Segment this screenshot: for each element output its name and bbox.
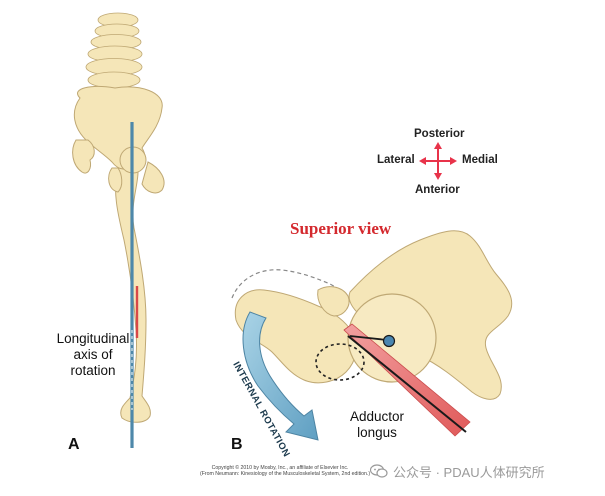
copyright-line2: (From Neumann: Kinesiology of the Muscul… bbox=[200, 471, 371, 477]
axis-label-line1: Longitudinal bbox=[56, 331, 130, 346]
adductor-longus-muscle bbox=[343, 323, 471, 437]
adductor-longus-label: Adductor longus bbox=[339, 409, 415, 441]
muscle-label-line2: longus bbox=[357, 425, 397, 440]
axis-label-line2: axis of bbox=[73, 347, 113, 362]
greater-trochanter-b bbox=[317, 286, 350, 317]
chat-bubble-icon bbox=[370, 464, 388, 478]
superior-view-title: Superior view bbox=[290, 219, 392, 238]
internal-rotation-arrow bbox=[242, 311, 319, 441]
panel-b-letter: B bbox=[231, 436, 243, 453]
compass-lateral-label: Lateral bbox=[377, 154, 415, 166]
watermark: 公众号 · PDAU人体研究所 bbox=[370, 462, 545, 481]
compass-medial-label: Medial bbox=[462, 154, 498, 166]
adductor-line-b bbox=[347, 335, 467, 433]
compass-arrows bbox=[419, 142, 457, 180]
panel-a-letter: A bbox=[68, 436, 80, 453]
compass-posterior-label: Posterior bbox=[414, 128, 465, 140]
rotation-axis-point bbox=[382, 334, 396, 348]
moment-arm-line bbox=[349, 335, 388, 341]
sacrum bbox=[72, 139, 95, 174]
lesser-trochanter-outline bbox=[315, 343, 365, 381]
longitudinal-axis-label: Longitudinal axis of rotation bbox=[52, 331, 134, 379]
watermark-text: 公众号 · PDAU人体研究所 bbox=[393, 465, 545, 480]
spine-vertebrae bbox=[85, 12, 143, 89]
copyright-line1: Copyright © 2010 by Mosby, Inc., an affi… bbox=[211, 465, 349, 471]
greater-trochanter bbox=[108, 167, 123, 193]
muscle-label-line1: Adductor bbox=[349, 409, 405, 424]
axis-label-line3: rotation bbox=[70, 363, 116, 378]
ischium bbox=[141, 161, 165, 194]
compass-anterior-label: Anterior bbox=[415, 184, 460, 196]
copyright-notice: Copyright © 2010 by Mosby, Inc., an affi… bbox=[200, 465, 371, 477]
